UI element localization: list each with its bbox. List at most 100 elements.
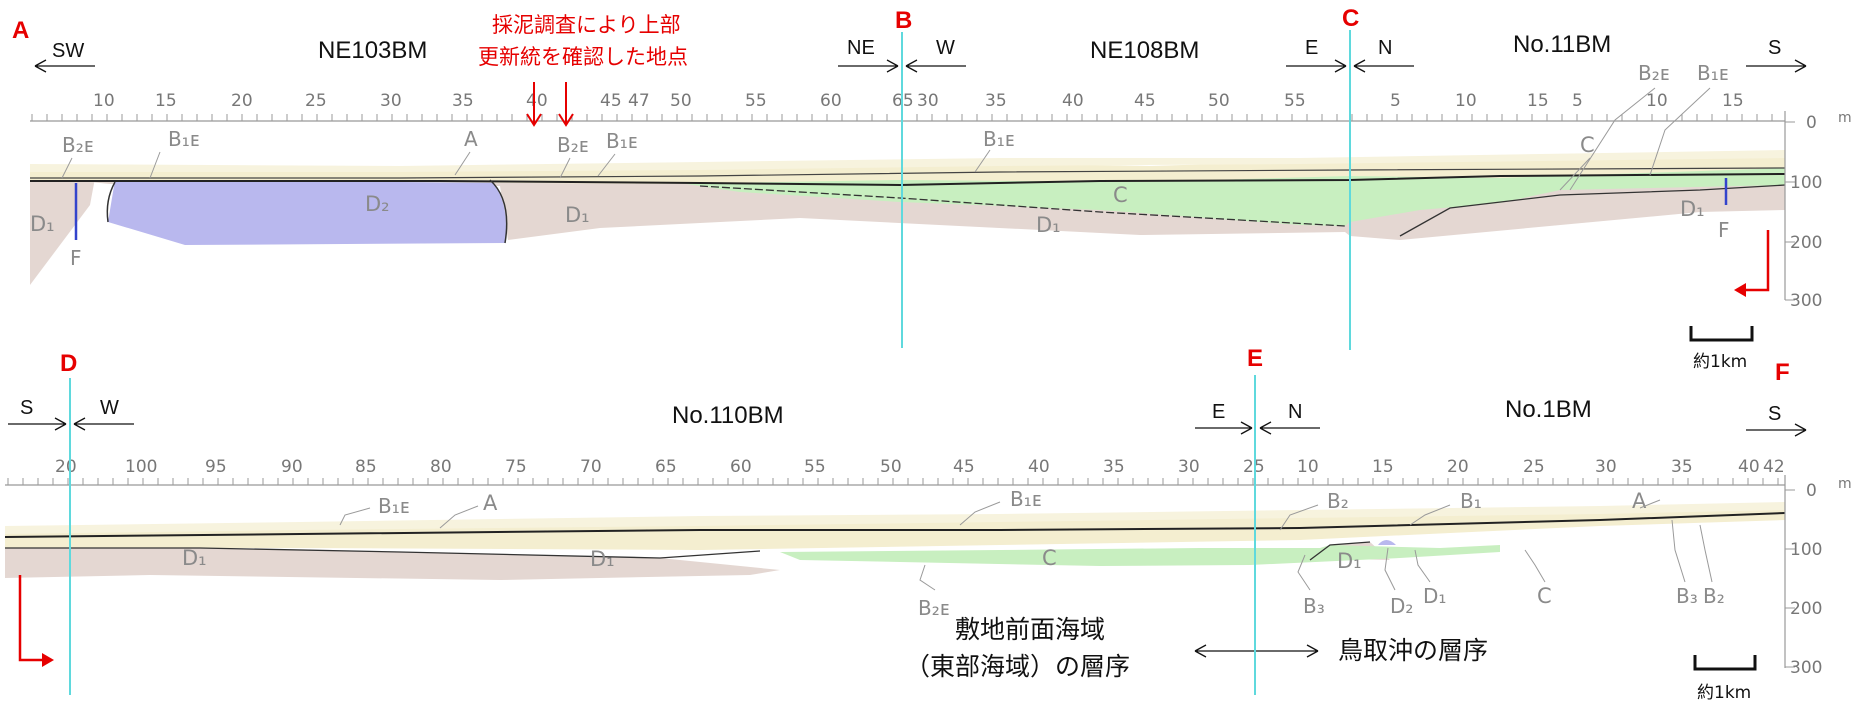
sampling-note-line1: 採泥調査により上部	[492, 13, 681, 37]
b-top-layer-bottom	[5, 502, 1785, 534]
tick-label: 65	[655, 457, 677, 477]
depth-label: 300	[1790, 658, 1822, 678]
depth-unit: m	[1838, 110, 1852, 126]
direction-label: N	[1288, 401, 1302, 423]
tick-label: 35	[1671, 457, 1693, 477]
depth-label: 100	[1790, 173, 1822, 193]
depth-label: 0	[1806, 113, 1817, 133]
tick-label: 80	[430, 457, 452, 477]
tick-label: 60	[730, 457, 752, 477]
scale-label: 約1km	[1693, 352, 1747, 372]
continuation-arrowhead-bottom	[42, 653, 54, 667]
tick-label: 85	[355, 457, 377, 477]
unit-label-d1: D₁	[1680, 197, 1705, 221]
tick-label: 40	[526, 91, 548, 111]
tick-label: 30	[380, 91, 402, 111]
tick-label: 45	[1134, 91, 1156, 111]
tick-label: 70	[580, 457, 602, 477]
tick-label: 5	[1390, 91, 1401, 111]
b-top-layer	[30, 150, 1785, 172]
d1-knoll-line	[1309, 541, 1371, 561]
top-tick-labels: 10 15 20 25 30 35 40 45 47 50 55 60 65 3…	[93, 91, 1744, 111]
unit-label-a: A	[464, 127, 478, 151]
unit-label-f: F	[1718, 218, 1730, 242]
tick-label: 10	[1297, 457, 1319, 477]
section-marker-a: A	[12, 17, 29, 44]
tick-label: 40	[1738, 457, 1760, 477]
tick-label: 5	[1572, 91, 1583, 111]
top-direction-arrows	[34, 59, 1807, 73]
tick-label: 35	[452, 91, 474, 111]
survey-line-name: NE108BM	[1090, 37, 1199, 64]
direction-label: S	[1768, 403, 1781, 425]
survey-line-name: No.1BM	[1505, 396, 1592, 423]
tick-label: 25	[1243, 457, 1265, 477]
unit-label-b3: B₃	[1303, 594, 1325, 618]
tick-label: 15	[1722, 91, 1744, 111]
survey-line-name: NE103BM	[318, 37, 427, 64]
unit-label-c: C	[1042, 546, 1057, 570]
tick-label: 20	[1447, 457, 1469, 477]
d1-top-line-bottom	[5, 547, 761, 559]
tick-label: 50	[1208, 91, 1230, 111]
unit-label-a: A	[483, 491, 498, 515]
survey-line-name: No.11BM	[1513, 31, 1611, 58]
section-marker-e: E	[1247, 345, 1263, 372]
tick-label: 50	[880, 457, 902, 477]
scale-label: 約1km	[1697, 683, 1751, 703]
section-marker-d: D	[60, 350, 77, 377]
direction-label: E	[1212, 401, 1225, 423]
direction-label: E	[1305, 37, 1318, 59]
continuation-arrow-top	[1738, 230, 1770, 292]
tick-label: 50	[670, 91, 692, 111]
unit-label-b1e: B₁ᴇ	[1697, 61, 1729, 85]
tick-label: 10	[93, 91, 115, 111]
c-base-line	[699, 185, 1346, 227]
tick-label: 40	[1028, 457, 1050, 477]
top-profile: 10 15 20 25 30 35 40 45 47 50 55 60 65 3…	[30, 13, 1852, 372]
bottom-depth-axis: 0 100 200 300 m	[1784, 475, 1852, 678]
top-ruler-minor-ticks	[31, 114, 1773, 121]
tick-label: 20	[55, 457, 77, 477]
d2-east-edge	[489, 179, 508, 244]
unit-label-c: C	[1580, 133, 1595, 157]
depth-label: 0	[1806, 481, 1817, 501]
tick-label: 90	[281, 457, 303, 477]
top-leader-lines	[61, 87, 1711, 191]
d2-knoll	[1378, 540, 1396, 545]
bottom-unit-labels: B₁ᴇ A B₁ᴇ B₂ B₁ A D₁ D₁ C D₁ B₂ᴇ B₃ D₂ D…	[182, 487, 1725, 620]
c-layer-bottom	[780, 545, 1500, 566]
bottom-ruler-minor-ticks	[7, 478, 1779, 485]
scale-bar-top	[1689, 326, 1754, 342]
depth-unit: m	[1838, 476, 1852, 492]
d2-west-edge	[106, 181, 116, 223]
tick-label: 75	[505, 457, 527, 477]
unit-label-b1e: B₁ᴇ	[378, 494, 410, 518]
sampling-note-line2: 更新統を確認した地点	[478, 45, 688, 69]
d2-basin	[108, 180, 506, 245]
unit-label-b2e: B₂ᴇ	[1638, 61, 1670, 85]
unit-label-b2e: B₂ᴇ	[557, 133, 589, 157]
tick-label: 55	[745, 91, 767, 111]
tick-label: 15	[1372, 457, 1394, 477]
tick-label: 25	[305, 91, 327, 111]
bottom-tick-labels: 20 100 95 90 85 80 75 70 65 60 55 50 45 …	[55, 457, 1785, 477]
unit-label-b1e: B₁ᴇ	[606, 129, 638, 153]
unit-label-b1e: B₁ᴇ	[168, 127, 200, 151]
tick-label: 30	[1178, 457, 1200, 477]
caption-east-stratigraphy-line2: （東部海域）の層序	[905, 652, 1130, 681]
depth-label: 200	[1790, 599, 1822, 619]
tick-label: 95	[205, 457, 227, 477]
unit-label-b1e: B₁ᴇ	[1010, 487, 1042, 511]
unit-label-b2e: B₂ᴇ	[62, 133, 94, 157]
tick-label: 55	[1284, 91, 1306, 111]
unit-label-d1: D₁	[1036, 213, 1061, 237]
unit-label-b1: B₁	[1460, 489, 1482, 513]
tick-label: 40	[1062, 91, 1084, 111]
tick-label: 30	[917, 91, 939, 111]
section-marker-c: C	[1342, 5, 1359, 32]
section-junction-lines	[69, 30, 1351, 695]
tick-label: 10	[1646, 91, 1668, 111]
unit-label-b2: B₂	[1703, 584, 1725, 608]
tick-label: 20	[231, 91, 253, 111]
